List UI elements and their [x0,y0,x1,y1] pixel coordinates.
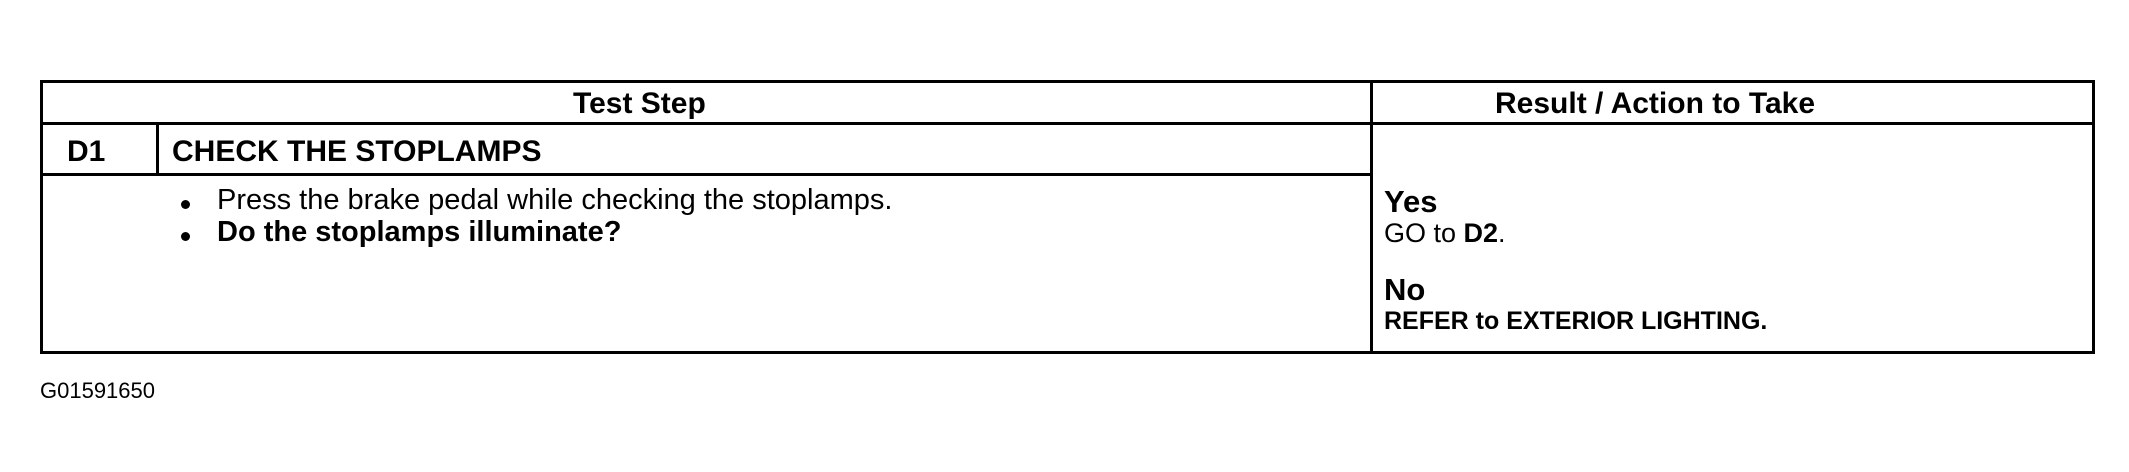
result-no-action: REFER to EXTERIOR LIGHTING. [1384,307,1768,335]
step-title-divider [43,173,1370,176]
header-test-step: Test Step [573,87,706,120]
step-title: CHECK THE STOPLAMPS [172,135,542,168]
figure-id: G01591650 [40,378,155,403]
result-yes-label: Yes [1384,184,1438,219]
diagnostic-table: Test Step Result / Action to Take D1 CHE… [40,80,2095,354]
instruction-question: Do the stoplamps illuminate? [217,216,622,248]
yes-action-suffix: . [1498,218,1506,248]
instruction-item: Press the brake pedal while checking the… [217,184,893,216]
bullet-icon [181,200,190,209]
step-id-divider [156,122,159,176]
bullet-icon [181,232,190,241]
step-id: D1 [67,135,106,168]
column-divider [1370,83,1373,351]
result-no-label: No [1384,272,1426,307]
yes-action-prefix: GO to [1384,218,1464,248]
header-result-action: Result / Action to Take [1495,87,1816,120]
result-yes-action: GO to D2. [1384,220,1506,247]
yes-action-target: D2 [1463,218,1499,248]
header-divider [43,122,2092,125]
